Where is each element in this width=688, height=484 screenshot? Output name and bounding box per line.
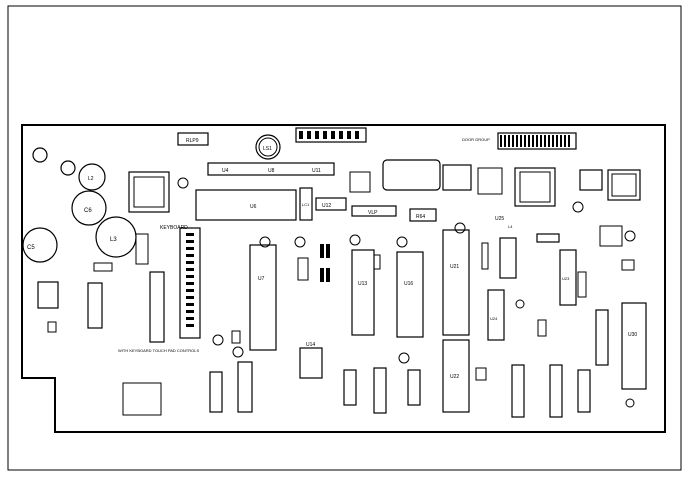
keyboard-label: KEYBOARD xyxy=(160,225,188,231)
u11-label: U11 xyxy=(312,168,321,174)
cap-c5 xyxy=(22,227,58,263)
chip-u14 xyxy=(299,347,323,379)
cap-small-2 xyxy=(60,160,76,176)
chip-u23 xyxy=(559,249,577,306)
r64-label: R64 xyxy=(416,214,425,220)
square-ic-left-inner xyxy=(133,176,165,208)
lc1-block xyxy=(299,187,313,221)
chip-u22 xyxy=(442,339,470,413)
coil-l2 xyxy=(78,163,106,191)
transformer-block xyxy=(382,159,441,191)
chip-u6 xyxy=(195,189,297,221)
chip-bottom-7 xyxy=(549,364,563,418)
vlp-label: VLP xyxy=(368,210,378,216)
u12-label: U12 xyxy=(322,203,331,209)
strip-u4-u11 xyxy=(207,162,335,176)
chip-mid-right xyxy=(595,309,609,366)
u22-label: U22 xyxy=(450,374,459,380)
square-ic-right xyxy=(514,167,556,207)
u16-label: U16 xyxy=(404,281,413,287)
u8-label: U8 xyxy=(268,168,275,174)
connector-left xyxy=(37,281,59,309)
rlp9-label: RLP9 xyxy=(186,138,199,144)
chip-u30 xyxy=(621,302,647,390)
top-connector-pins xyxy=(500,135,570,147)
page-frame xyxy=(7,5,682,471)
small-components xyxy=(47,167,636,408)
chip-left-j xyxy=(87,282,103,329)
chip-u24 xyxy=(487,289,505,341)
u23-label: U23 xyxy=(562,276,570,281)
c6-label: C6 xyxy=(84,208,92,214)
u21-label: U21 xyxy=(450,264,459,270)
keyboard-pins xyxy=(186,233,194,327)
connector-top-mid-pins xyxy=(299,131,359,139)
l4-label: L4 xyxy=(508,224,513,229)
u7-label: U7 xyxy=(258,276,265,282)
chip-bottom-2 xyxy=(237,361,253,413)
coil-l4 xyxy=(536,233,560,243)
square-ic-right-inner xyxy=(519,171,551,203)
square-ic-far-right xyxy=(607,169,641,201)
square-ic-far-right-inner xyxy=(611,173,637,197)
chip-bottom-6 xyxy=(511,364,525,418)
u25-label: U25 xyxy=(495,216,504,222)
c5-label: C5 xyxy=(27,245,35,251)
chip-u25 xyxy=(499,237,517,279)
square-ic-left xyxy=(128,171,170,213)
keyboard-note: WITH KEYBOARD TOUCH PAD CONTROLS xyxy=(118,348,199,353)
regulator-block xyxy=(442,164,472,191)
u24-label: U24 xyxy=(490,316,498,321)
chip-u21 xyxy=(442,229,470,336)
chip-bottom-3 xyxy=(343,369,357,406)
relay-rlp9 xyxy=(177,132,209,146)
chip-u13 xyxy=(351,249,375,336)
lc1-label: LC1 xyxy=(302,202,310,207)
cap-c6 xyxy=(71,190,107,226)
u6-label: U6 xyxy=(250,204,257,210)
chip-u12 xyxy=(315,197,347,211)
ls1-label: LS1 xyxy=(263,146,272,152)
door-group-label: DOOR GROUP xyxy=(462,137,490,142)
chip-u16 xyxy=(396,251,424,338)
chip-bottom-8 xyxy=(577,369,591,413)
chip-bottom-5 xyxy=(407,369,421,406)
mounting-pad xyxy=(122,382,162,416)
u4-label: U4 xyxy=(222,168,229,174)
board-outline xyxy=(21,124,666,433)
chip-bottom-4 xyxy=(373,367,387,414)
u13-label: U13 xyxy=(358,281,367,287)
u14-label: U14 xyxy=(306,342,315,348)
speaker-ls1 xyxy=(255,134,281,160)
l3-label: L3 xyxy=(110,237,117,243)
resistor-pack-left xyxy=(149,271,165,343)
l2-label: L2 xyxy=(88,176,94,182)
chip-bottom-1 xyxy=(209,371,223,413)
r64-block xyxy=(409,208,437,222)
chip-u7 xyxy=(249,244,277,351)
u30-label: U30 xyxy=(628,332,637,338)
speaker-ring xyxy=(258,137,278,157)
crystal-block xyxy=(579,169,603,191)
cap-small-1 xyxy=(32,147,48,163)
vlp-block xyxy=(351,205,397,217)
